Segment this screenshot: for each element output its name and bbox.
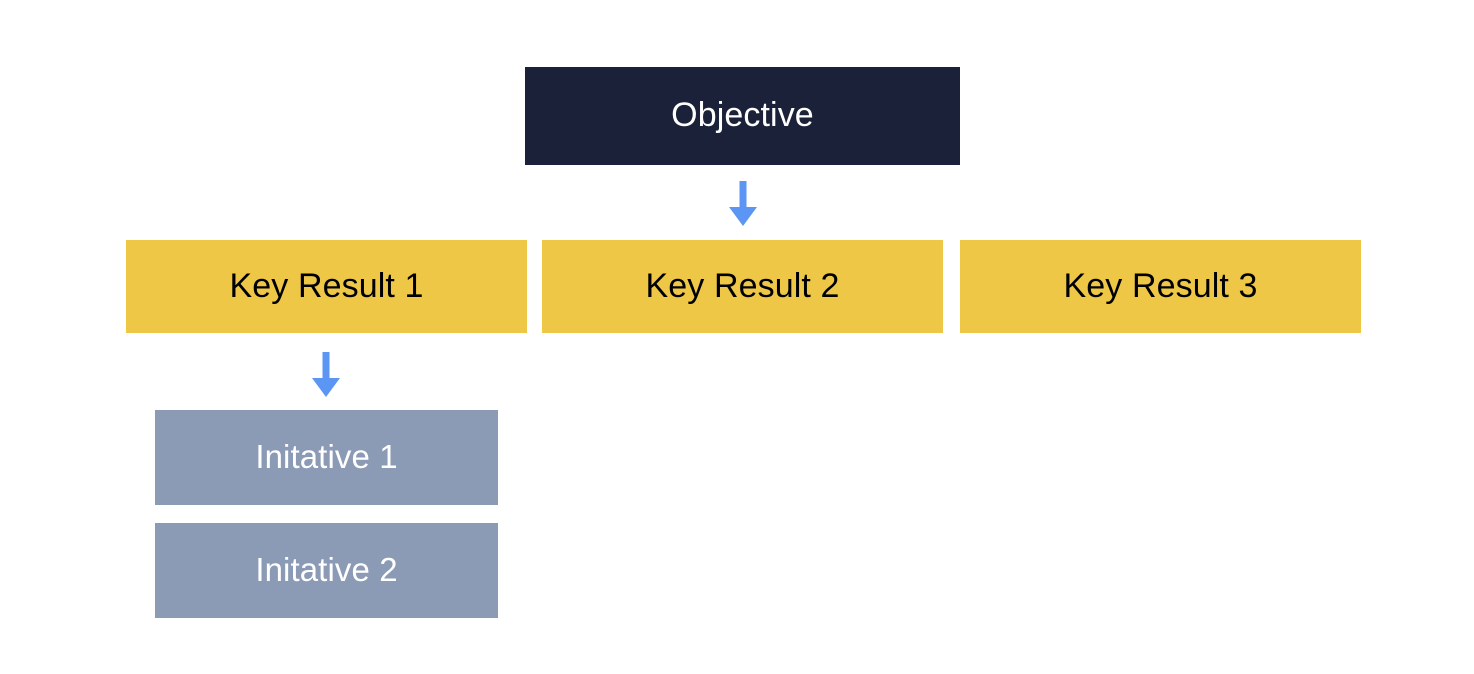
- arrow-down-icon: [728, 181, 758, 227]
- key-result-1-label: Key Result 1: [229, 266, 424, 305]
- initiative-2-node[interactable]: Initative 2: [155, 523, 498, 618]
- objective-label: Objective: [671, 96, 814, 135]
- key-result-3-node[interactable]: Key Result 3: [960, 240, 1361, 333]
- objective-node[interactable]: Objective: [525, 67, 960, 165]
- initiative-2-label: Initative 2: [255, 551, 398, 589]
- key-result-2-node[interactable]: Key Result 2: [542, 240, 943, 333]
- key-result-3-label: Key Result 3: [1063, 266, 1258, 305]
- arrow-down-icon: [311, 352, 341, 398]
- initiative-1-label: Initative 1: [255, 438, 398, 476]
- key-result-2-label: Key Result 2: [645, 266, 840, 305]
- initiative-1-node[interactable]: Initative 1: [155, 410, 498, 505]
- key-result-1-node[interactable]: Key Result 1: [126, 240, 527, 333]
